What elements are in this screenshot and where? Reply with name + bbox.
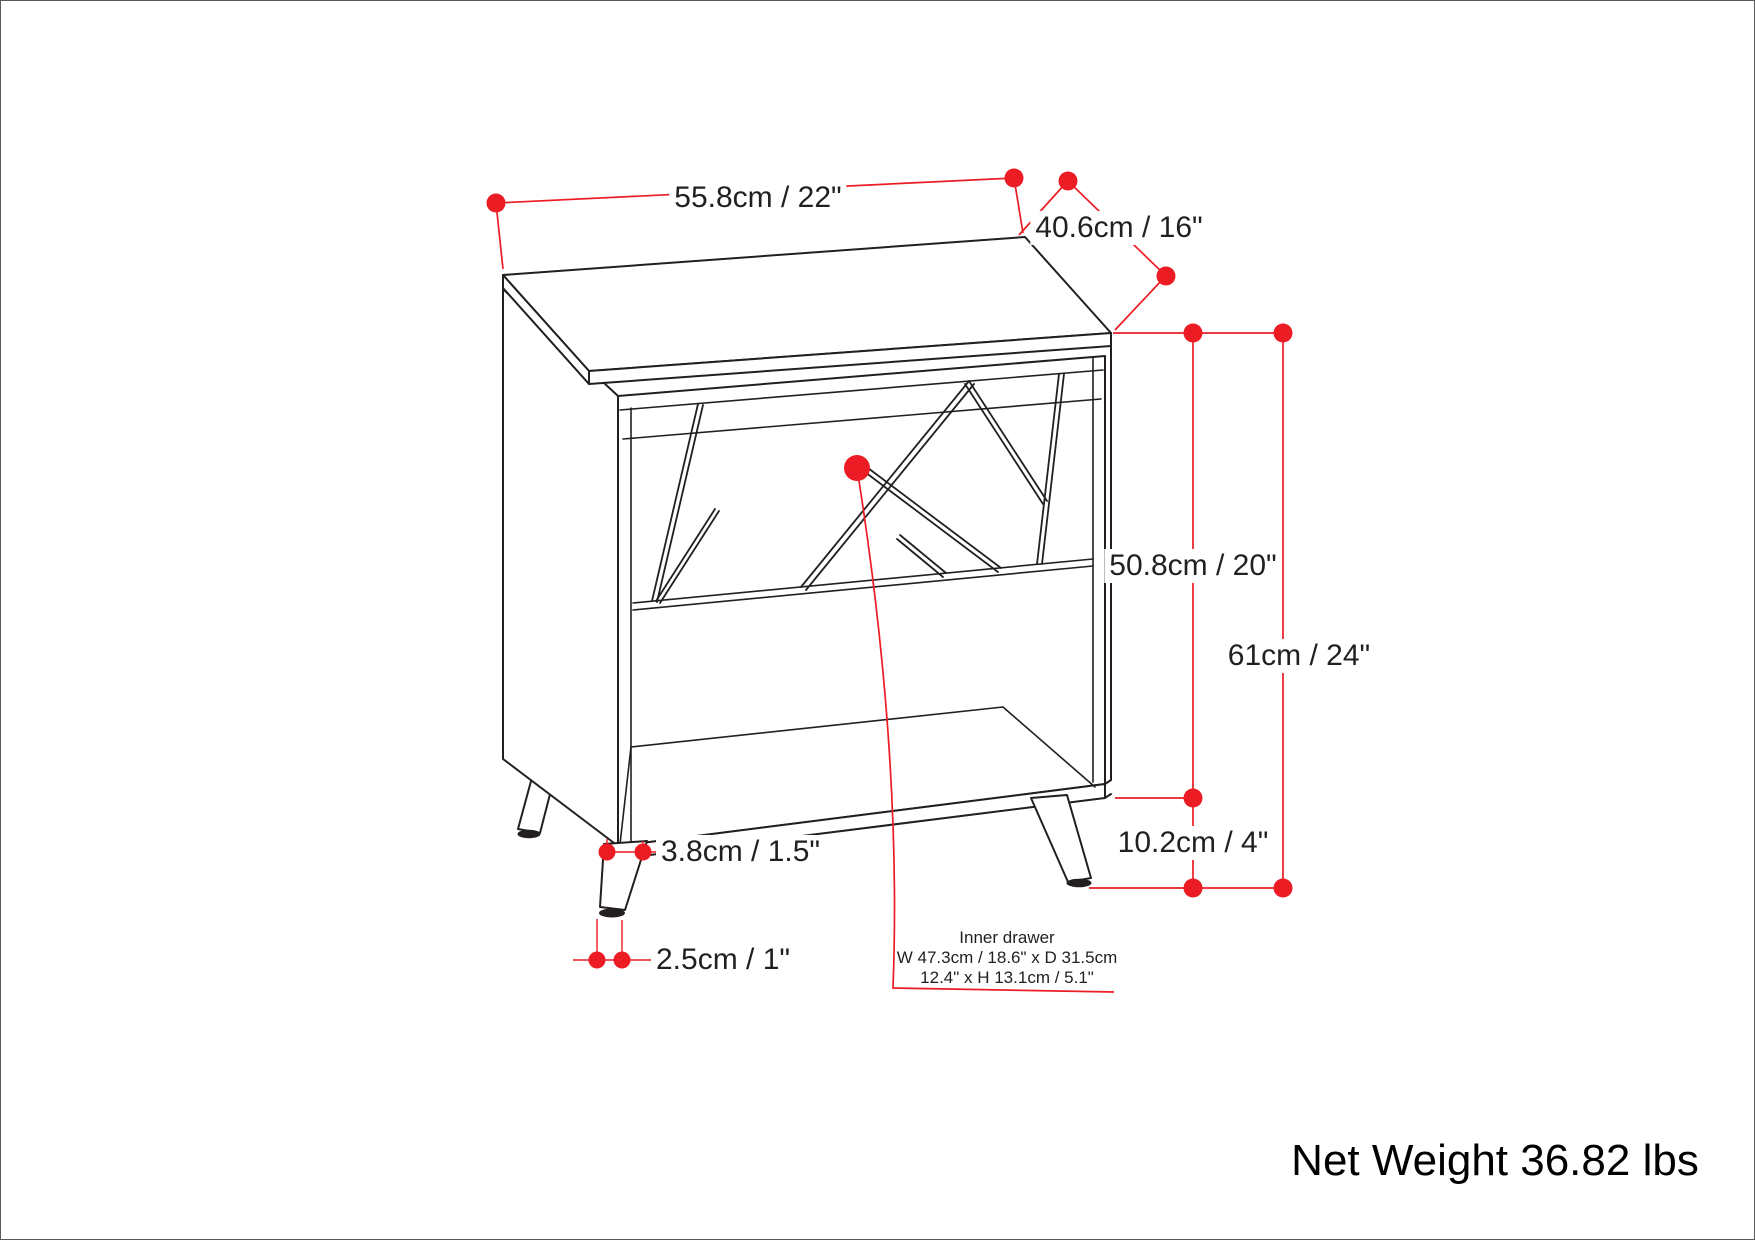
inner-drawer-marker-dot [844,455,870,481]
dimension-label-leg-top-width: 3.8cm / 1.5" [656,835,826,869]
nightstand-drawing [502,236,1112,918]
dimension-label-total-height: 61cm / 24" [1222,639,1376,673]
dimension-label-foot-width: 2.5cm / 1" [651,943,796,977]
dimension-label-depth: 40.6cm / 16" [1030,211,1208,245]
dimension-label-leg-height: 10.2cm / 4" [1112,826,1274,860]
tabletop [502,236,1112,385]
drawer-pattern [651,373,1065,604]
dimension-dots [486,168,1293,969]
dimension-lines [495,177,1284,993]
inner-drawer-note-dims-line1: W 47.3cm / 18.6" x D 31.5cm [896,948,1118,967]
inner-drawer-note: Inner drawer W 47.3cm / 18.6" x D 31.5cm… [897,928,1118,988]
dimension-label-cabinet-height: 50.8cm / 20" [1104,549,1282,583]
dimension-label-top-width: 55.8cm / 22" [669,181,847,215]
open-shelf-interior [619,558,1096,845]
net-weight-label: Net Weight 36.82 lbs [1291,1136,1699,1185]
inner-drawer-leader [856,467,1115,993]
dimension-foot-width-lines [573,919,653,961]
inner-drawer-note-dims-line2: 12.4" x H 13.1cm / 5.1" [920,968,1094,987]
front-right-leg [1030,794,1092,888]
inner-drawer-note-title: Inner drawer [959,928,1055,947]
front-face [617,346,1112,860]
